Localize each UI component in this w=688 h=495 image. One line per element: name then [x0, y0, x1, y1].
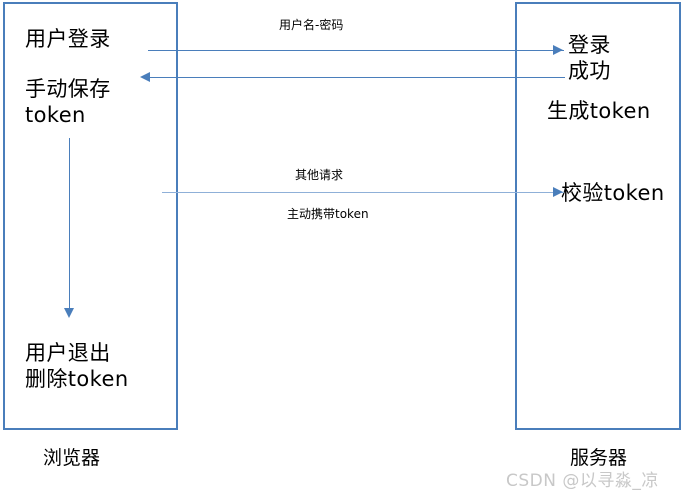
arrowhead-down-lifeline: [64, 308, 74, 318]
message-line-login-reply: [148, 77, 565, 78]
arrowhead-right-credentials: [553, 45, 563, 55]
step-user-login: 用户登录: [25, 27, 111, 51]
step-verify-token: 校验token: [561, 181, 665, 205]
step-login-success: 登录 成功: [568, 33, 611, 83]
step-user-logout: 用户退出 删除token: [25, 341, 129, 391]
lane-label-browser: 浏览器: [43, 447, 101, 469]
message-line-credentials: [148, 50, 564, 51]
csdn-watermark: CSDN @以寻淼_凉: [506, 471, 659, 491]
arrowhead-right-other-request: [553, 187, 563, 197]
browser-lane-box: [3, 2, 178, 430]
step-create-token: 生成token: [547, 99, 651, 123]
lane-label-server: 服务器: [570, 447, 628, 469]
message-label-credentials: 用户名-密码: [279, 18, 344, 32]
server-lane-box: [515, 2, 681, 430]
message-label-carry-token: 主动携带token: [287, 207, 369, 221]
message-label-other-request: 其他请求: [295, 168, 344, 182]
arrowhead-left-login-reply: [140, 72, 150, 82]
step-save-token: 手动保存 token: [25, 77, 111, 127]
browser-lifeline: [69, 138, 70, 310]
message-line-other-request: [162, 192, 564, 193]
